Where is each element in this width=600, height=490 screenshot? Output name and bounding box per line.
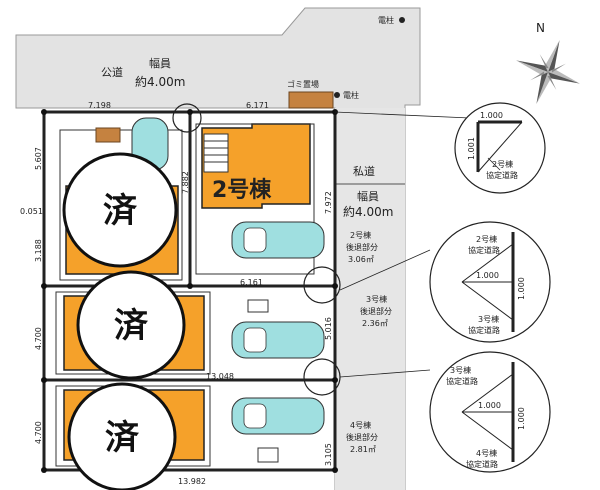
utility-pole-top [399, 17, 405, 23]
dim-left-1: 5.607 [34, 147, 43, 170]
dim-v-4: 3.105 [324, 443, 333, 466]
detail2-top1: 2号棟 [476, 234, 497, 244]
dim-bottom: 13.982 [178, 477, 206, 486]
setback-label-unit4: 4号棟 後退部分 2.81㎡ [346, 420, 378, 454]
sold-stamp-2-text: 済 [114, 306, 149, 346]
private-road-width-value: 約4.00m [343, 204, 393, 219]
setback-unit4-area: 2.81㎡ [350, 445, 376, 454]
private-road-width-label: 幅員 [357, 190, 379, 203]
dim-v-3: 5.016 [324, 317, 333, 340]
dim-mid-2: 13.048 [206, 372, 234, 381]
unit2-stairs [203, 133, 229, 173]
detail1-dim-top: 1.000 [480, 111, 503, 120]
setback-unit2-area: 3.06㎡ [348, 255, 374, 264]
dim-v-1: 7.882 [181, 171, 190, 194]
unit1-stairs [95, 127, 121, 143]
utility-pole-side-label: 電柱 [343, 90, 359, 100]
dim-top-right: 6.171 [246, 101, 269, 110]
compass-icon [516, 40, 580, 104]
sold-stamp-3-text: 済 [105, 418, 140, 458]
north-compass: N [516, 21, 580, 104]
detail3-bot1: 4号棟 [476, 448, 497, 458]
setback-unit3-area: 2.36㎡ [362, 319, 388, 328]
public-road-label: 公道 [101, 65, 123, 79]
detail3-top1: 3号棟 [450, 365, 471, 375]
sold-stamp-2: 済 [76, 270, 186, 380]
unit2-car-window [243, 227, 267, 253]
public-road-width-value: 約4.00m [135, 74, 185, 89]
detail1-label2: 協定道路 [486, 170, 518, 180]
north-label: N [536, 21, 545, 35]
unit3-stairs [247, 299, 269, 313]
detail-circle-3: 3号棟 協定道路 1.000 1.000 4号棟 協定道路 [429, 351, 551, 473]
unit2-lot-inner [195, 123, 315, 275]
garbage-label: ゴミ置場 [287, 79, 319, 89]
public-road-width-label: 幅員 [149, 57, 171, 70]
setback-unit2-name: 2号棟 [350, 230, 371, 240]
setback-unit4-name: 4号棟 [350, 420, 371, 430]
detail-circle-2: 2号棟 協定道路 1.000 1.000 3号棟 協定道路 [429, 221, 551, 343]
unit4-car-window [243, 403, 267, 429]
detail2-bot2: 協定道路 [468, 325, 500, 335]
unit3-car-window [243, 327, 267, 353]
detail1-dim-side: 1.001 [467, 137, 476, 160]
setback-unit4-line2: 後退部分 [346, 432, 378, 442]
dim-left-4: 4.700 [34, 327, 43, 350]
dim-left-2: 0.051 [20, 207, 43, 216]
detail2-dim: 1.000 [476, 271, 499, 280]
unit2-label: 2号棟 [212, 177, 272, 203]
detail3-bot2: 協定道路 [466, 459, 498, 469]
setback-circle-top [172, 103, 202, 133]
detail2-bot1: 3号棟 [478, 314, 499, 324]
dim-mid-1: 6.161 [240, 278, 263, 287]
detail2-top2: 協定道路 [468, 245, 500, 255]
detail2-side: 1.000 [517, 277, 526, 300]
detail3-dim: 1.000 [478, 401, 501, 410]
private-road [335, 108, 405, 490]
setback-unit2-line2: 後退部分 [346, 242, 378, 252]
dim-top-left: 7.198 [88, 101, 111, 110]
unit2-building [201, 123, 311, 209]
detail1-label1: 2号棟 [492, 159, 513, 169]
setback-label-unit3: 3号棟 後退部分 2.36㎡ [360, 294, 392, 328]
setback-label-unit2: 2号棟 後退部分 3.06㎡ [346, 230, 378, 264]
unit4-stairs [257, 447, 279, 463]
detail3-top2: 協定道路 [446, 376, 478, 386]
detail-leader-lines [334, 111, 471, 378]
sold-stamp-1-text: 済 [103, 191, 138, 231]
sold-stamp-1: 済 [62, 152, 178, 268]
corner-markers [41, 109, 338, 473]
sold-stamp-3: 済 [67, 382, 177, 490]
setback-unit3-name: 3号棟 [366, 294, 387, 304]
setback-unit3-line2: 後退部分 [360, 306, 392, 316]
private-road-label: 私道 [353, 164, 375, 178]
garbage-box [288, 91, 334, 109]
detail3-side: 1.000 [517, 407, 526, 430]
utility-pole-side [334, 92, 340, 98]
dim-v-2: 7.972 [324, 191, 333, 214]
dim-left-3: 3.188 [34, 239, 43, 262]
dim-left-5: 4.700 [34, 421, 43, 444]
detail-circle-1: 1.000 1.001 2号棟 協定道路 [454, 102, 546, 194]
utility-pole-top-label: 電柱 [378, 15, 394, 25]
setback-circle-2 [303, 266, 341, 304]
